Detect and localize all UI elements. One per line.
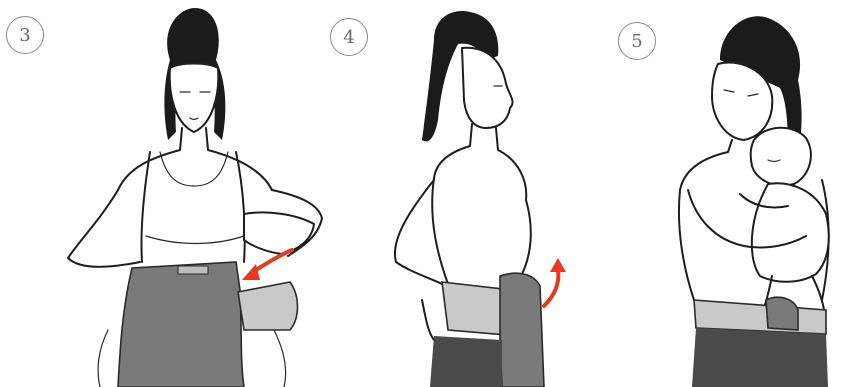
curved-arrow-icon	[544, 270, 558, 306]
step-4-illustration	[330, 0, 592, 387]
step-5-illustration	[592, 0, 846, 387]
face	[170, 64, 219, 133]
step-3-panel: 3	[0, 0, 330, 387]
step-3-illustration	[0, 0, 330, 387]
belt-panel	[500, 273, 544, 387]
face	[462, 48, 513, 128]
belt-flap	[238, 282, 298, 330]
step-5-panel: 5	[592, 0, 846, 387]
baby-head	[751, 128, 811, 186]
step-4-panel: 4	[330, 0, 592, 387]
waist-belt	[118, 262, 244, 387]
